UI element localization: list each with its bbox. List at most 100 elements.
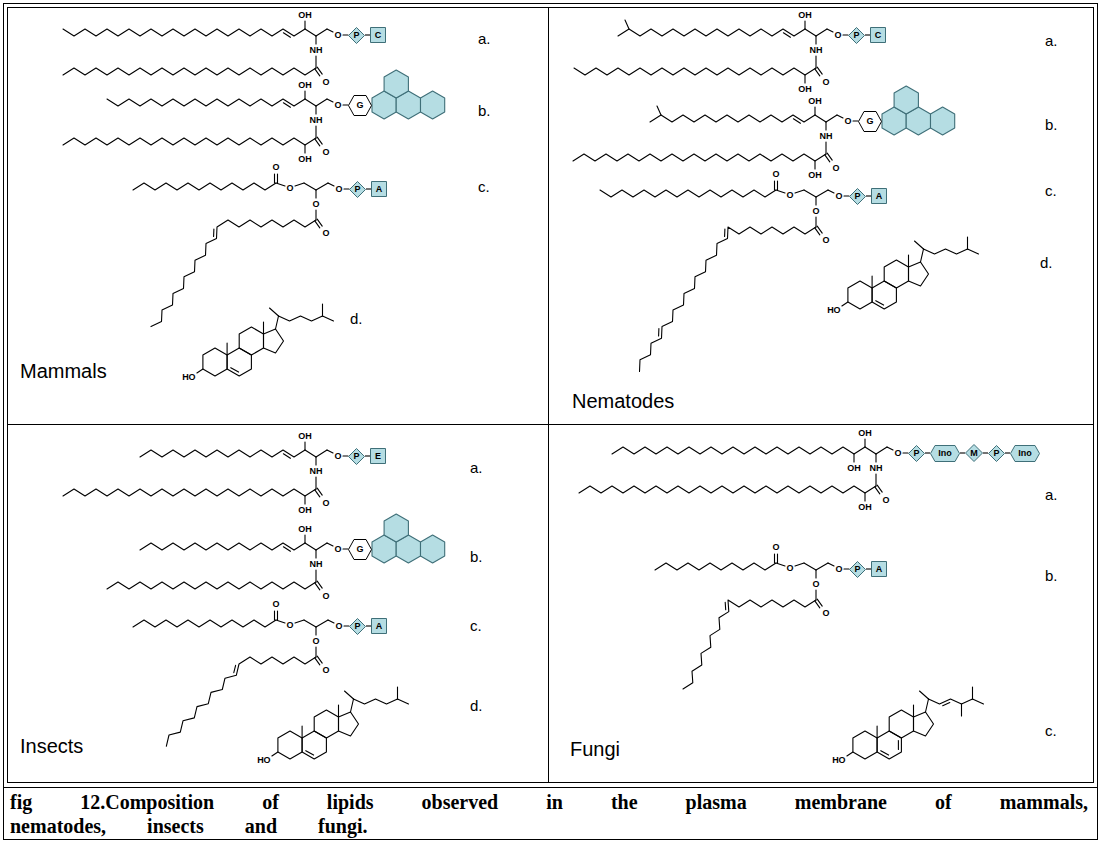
box-outline bbox=[872, 189, 887, 204]
bond-line bbox=[343, 34, 348, 35]
diamond-outline bbox=[849, 27, 865, 43]
bond-line bbox=[817, 226, 822, 233]
bond-line bbox=[795, 563, 804, 566]
carbon-chain bbox=[573, 154, 826, 161]
atom-label: HO bbox=[257, 756, 271, 765]
diamond-outline bbox=[989, 445, 1005, 461]
bond-line bbox=[227, 343, 228, 355]
molecule-drawings bbox=[63, 20, 984, 759]
carbon-ring bbox=[203, 348, 227, 376]
carbon-chain bbox=[133, 183, 276, 190]
bond-line bbox=[921, 249, 924, 262]
steroid-ring bbox=[421, 535, 445, 563]
node-text-holder: C bbox=[870, 27, 886, 43]
hexagon-outline bbox=[349, 95, 372, 115]
atom-label: O bbox=[834, 31, 841, 40]
bond-line bbox=[315, 36, 316, 44]
bond-connector bbox=[925, 452, 930, 453]
bond-line bbox=[847, 752, 853, 756]
carbon-chain bbox=[140, 543, 305, 550]
atom-label: O bbox=[334, 545, 341, 554]
atom-label: O bbox=[335, 185, 342, 194]
bond-connector bbox=[866, 195, 871, 196]
phosphate-diamond: P bbox=[988, 445, 1005, 462]
carbon-ring bbox=[339, 712, 359, 736]
hexagon-outline bbox=[1011, 445, 1040, 461]
phosphate-diamond: P bbox=[348, 27, 365, 44]
carbon-ring bbox=[278, 731, 302, 759]
node-label: Ino bbox=[1018, 449, 1032, 458]
box-outline bbox=[871, 28, 886, 43]
node-label: P bbox=[353, 452, 359, 461]
atom-label: OH bbox=[808, 171, 822, 180]
sugar-hexagon: G bbox=[858, 111, 882, 132]
node-text-holder: P bbox=[908, 445, 925, 462]
bond-line bbox=[274, 174, 275, 183]
bond-line bbox=[317, 488, 322, 495]
phosphate-diamond: P bbox=[349, 618, 366, 635]
bond-connector bbox=[865, 34, 870, 35]
bond-line bbox=[816, 29, 827, 36]
bond-line bbox=[327, 450, 333, 453]
diamond-outline bbox=[850, 561, 866, 577]
bond-line bbox=[327, 543, 333, 546]
organism-panel: FungiPInoMPInoPA bbox=[548, 424, 1094, 783]
carbon-chain bbox=[107, 99, 305, 106]
bond-line bbox=[316, 620, 328, 627]
headgroup-box: C bbox=[370, 27, 386, 43]
figure-caption: fig 12.Composition of lipids observed in… bbox=[10, 790, 1088, 838]
phosphate-diamond: P bbox=[349, 181, 366, 198]
bond-line bbox=[283, 547, 290, 552]
carbon-chain bbox=[600, 190, 776, 197]
organism-panel: NematodesPCGPA bbox=[548, 7, 1094, 425]
bond-line bbox=[926, 699, 929, 712]
panel-letter: b. bbox=[478, 103, 491, 118]
box-outline bbox=[371, 28, 386, 43]
inositol-hexagon: Ino bbox=[1010, 445, 1040, 462]
bond-line bbox=[302, 726, 303, 738]
bond-line bbox=[276, 183, 285, 186]
node-label: M bbox=[970, 449, 978, 458]
bond-line bbox=[283, 103, 290, 108]
atom-label: O bbox=[286, 184, 293, 193]
bond-line bbox=[276, 620, 285, 623]
phosphate-diamond: P bbox=[908, 445, 925, 462]
bond-line bbox=[343, 104, 348, 105]
headgroup-box: A bbox=[871, 561, 887, 577]
atom-label: HO bbox=[832, 756, 846, 765]
panel-letter: d. bbox=[1040, 255, 1053, 270]
bond-line bbox=[961, 704, 962, 716]
carbon-chain bbox=[929, 699, 984, 704]
atom-label: NH bbox=[820, 132, 833, 141]
diamond-outline bbox=[350, 618, 366, 634]
phosphate-diamond: P bbox=[848, 27, 865, 44]
phosphate-diamond: P bbox=[849, 561, 866, 578]
carbon-ring bbox=[889, 710, 913, 738]
hexagon-outline bbox=[349, 539, 372, 559]
atom-label: OH bbox=[847, 464, 861, 473]
node-text-holder: M bbox=[965, 444, 983, 462]
bond-line bbox=[843, 34, 848, 35]
bond-line bbox=[844, 195, 849, 196]
bond-line bbox=[304, 91, 305, 99]
bond-line bbox=[283, 454, 290, 459]
bond-line bbox=[920, 691, 929, 699]
bond-line bbox=[776, 563, 785, 566]
atom-label: OH bbox=[298, 155, 312, 164]
steroid-ring bbox=[384, 70, 408, 98]
carbon-chain bbox=[354, 699, 409, 704]
bond-line bbox=[397, 687, 398, 699]
bond-line bbox=[776, 190, 785, 193]
carbon-chain bbox=[683, 600, 816, 689]
carbon-ring bbox=[239, 327, 263, 355]
panel-letter: c. bbox=[1045, 183, 1057, 198]
mannose-diamond: M bbox=[965, 444, 983, 462]
bond-line bbox=[804, 563, 816, 570]
atom-label: OH bbox=[298, 525, 312, 534]
bond-line bbox=[872, 276, 873, 288]
carbon-chain bbox=[579, 486, 876, 493]
atom-label: OH bbox=[798, 11, 812, 20]
bond-connector bbox=[1005, 452, 1010, 453]
atom-label: NH bbox=[810, 46, 823, 55]
